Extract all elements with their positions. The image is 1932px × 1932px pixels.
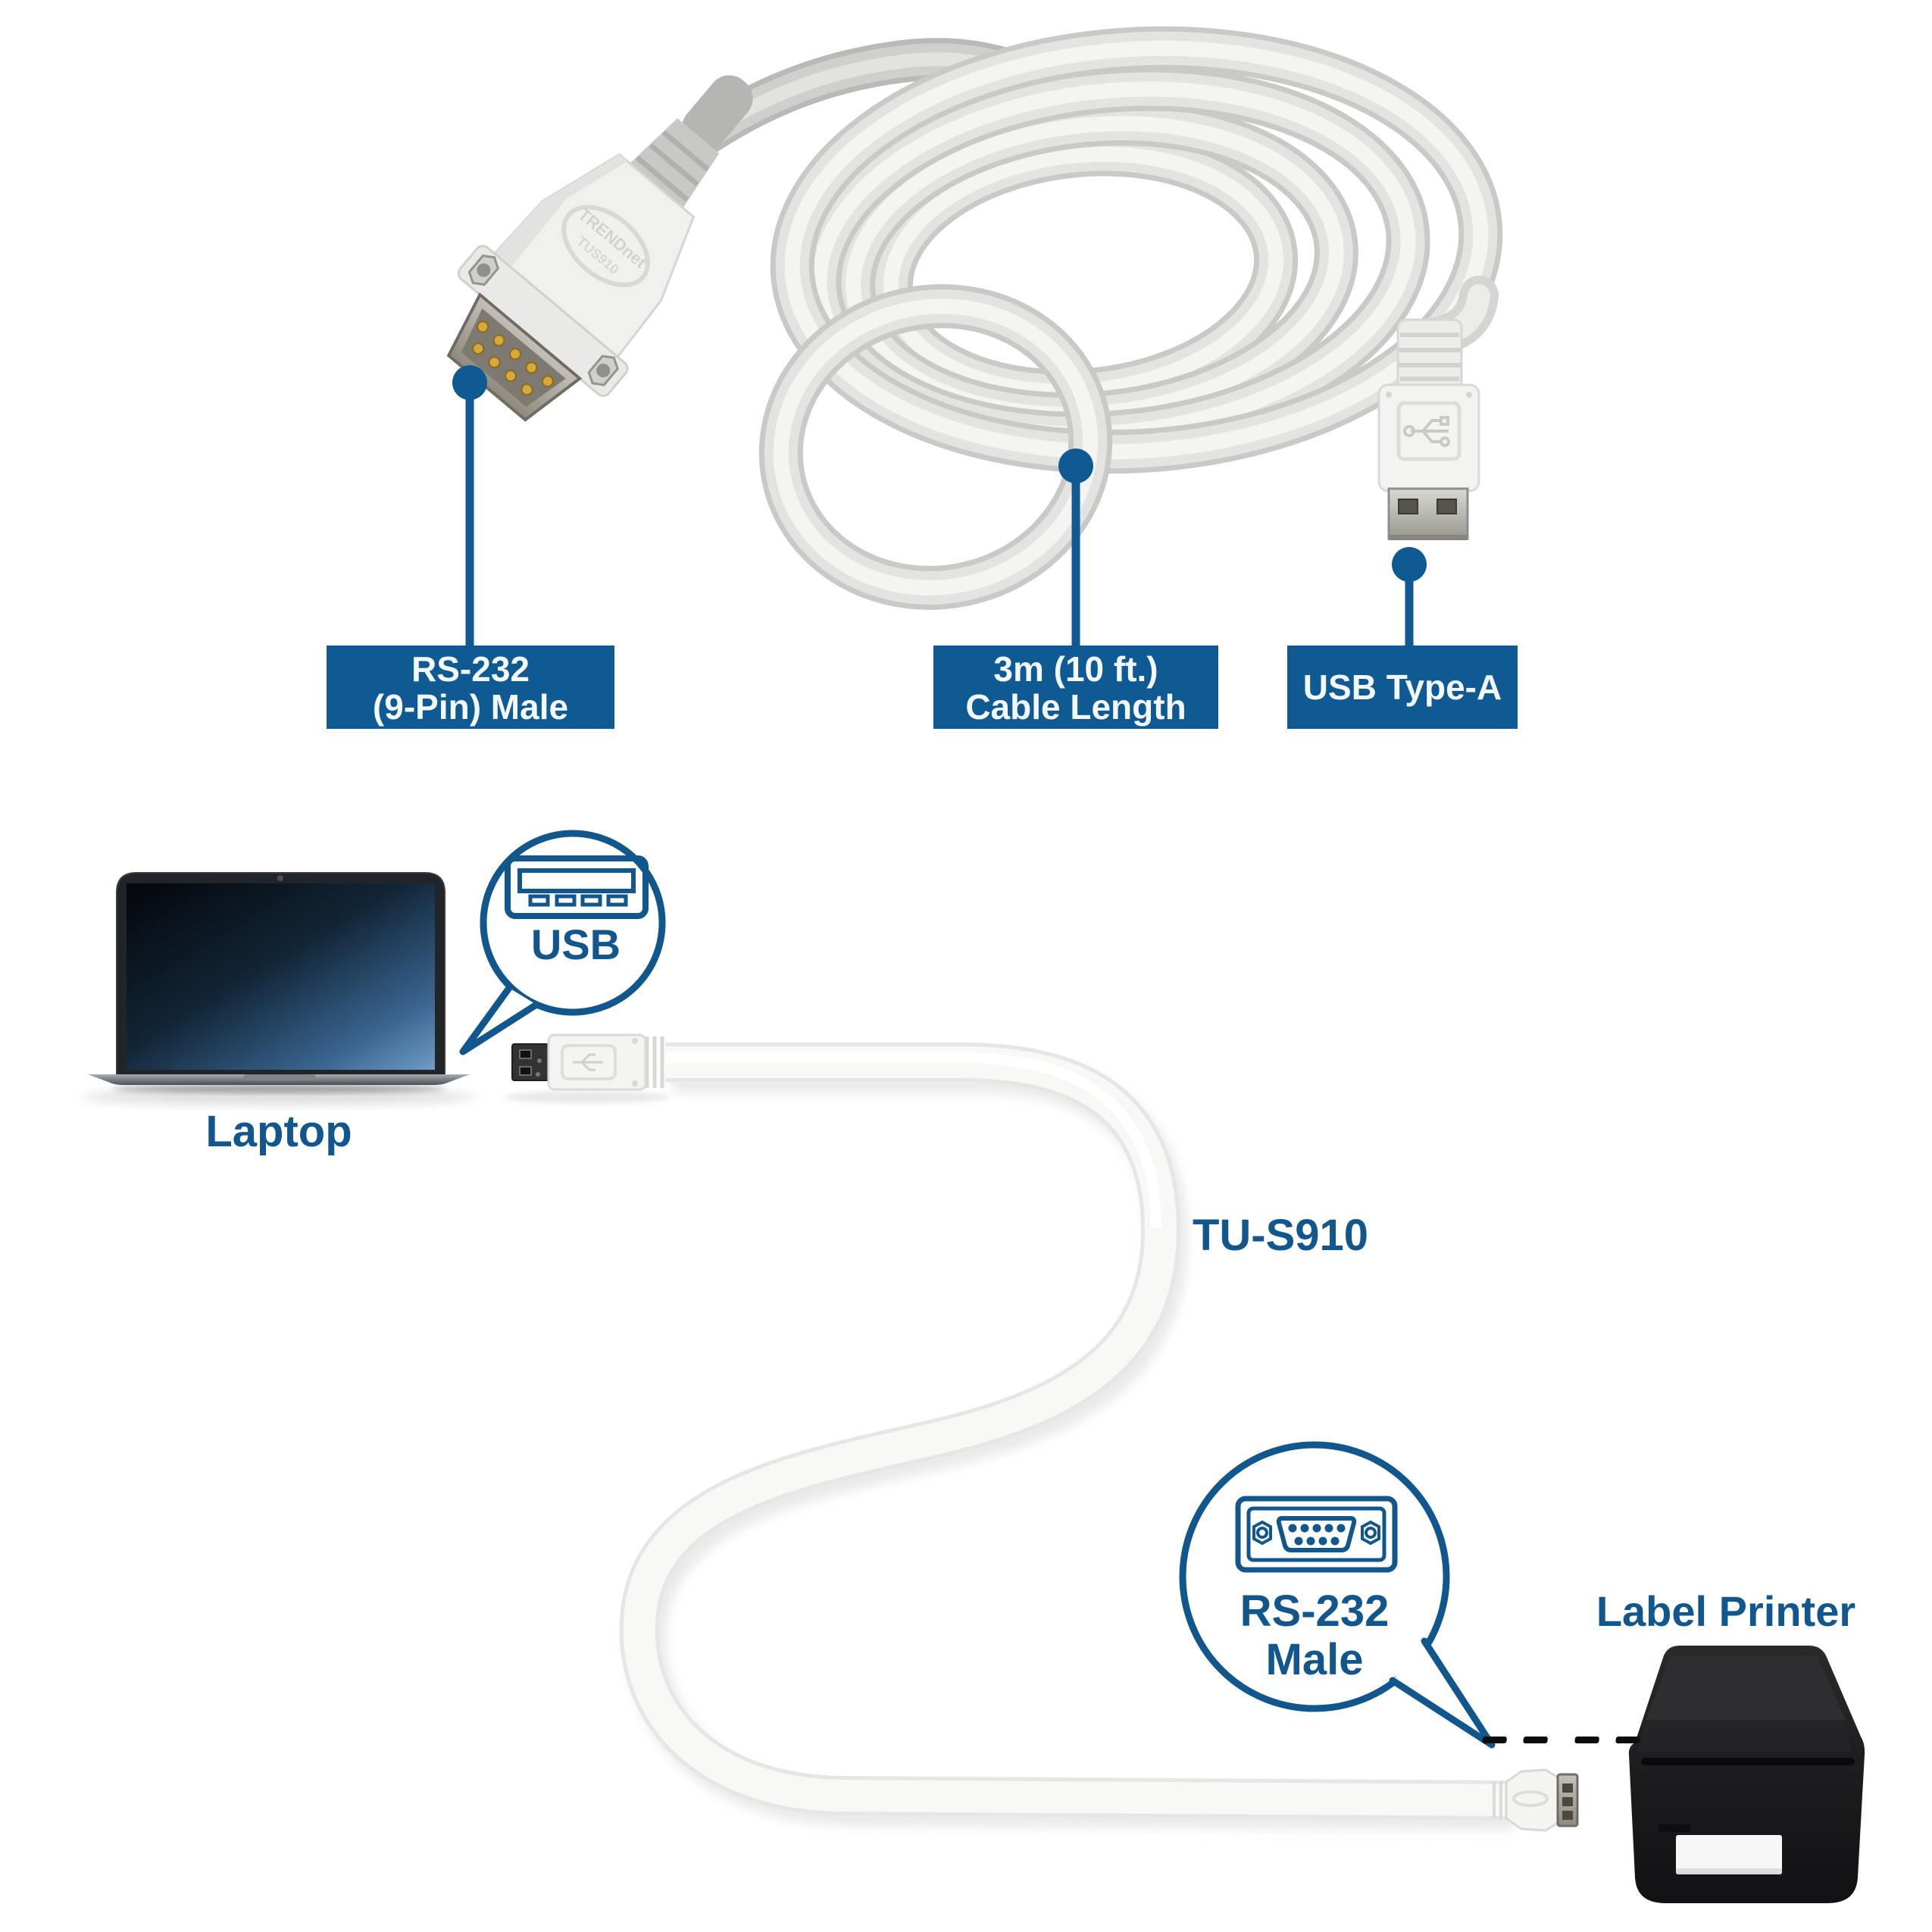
rs232-speech-bubble: RS-232 Male: [1179, 1441, 1496, 1749]
callout-box-cable-length: [933, 646, 1218, 729]
usb-bubble-label: USB: [531, 921, 621, 968]
callout-rs232-line2: (9-Pin) Male: [373, 687, 568, 727]
callout-usb-type-a: USB Type-A: [1287, 547, 1518, 729]
callout-usb-label: USB Type-A: [1303, 667, 1502, 707]
printer-vents: [1482, 1737, 1640, 1743]
rs232-plug-diagram: [1493, 1768, 1579, 1832]
laptop: [82, 872, 476, 1105]
callout-length-line1: 3m (10 ft.): [993, 649, 1158, 689]
callout-rs232: RS-232 (9-Pin) Male: [327, 365, 614, 729]
cable-diagram: [619, 1043, 1514, 1830]
hex-screw-icon: [1361, 1520, 1380, 1546]
cable-coil: [758, 26, 1503, 610]
rs232-bubble-line2: Male: [1266, 1635, 1364, 1684]
callout-box-usb: [1287, 646, 1518, 729]
hex-screw-icon: [1252, 1520, 1272, 1546]
usb-port-icon: [505, 855, 649, 919]
label-printer: [1482, 1646, 1865, 1903]
usb-connector-photo: [1377, 318, 1480, 540]
product-photo: TRENDnet TUS910: [327, 26, 1518, 729]
hex-screw-icon: [467, 254, 500, 286]
usb-trident-icon: [1403, 416, 1450, 447]
callout-rs232-line1: RS-232: [411, 649, 530, 689]
usb-plug-diagram: [504, 1033, 671, 1103]
rs232-bubble-line1: RS-232: [1240, 1587, 1390, 1636]
callout-box-rs232: [327, 646, 614, 729]
usb-speech-bubble: USB: [459, 830, 666, 1055]
rs232-connector-photo: TRENDnet TUS910: [446, 75, 753, 422]
printer-label-slot: [1676, 1835, 1782, 1874]
laptop-label: Laptop: [205, 1107, 352, 1156]
callout-length-line2: Cable Length: [965, 687, 1186, 727]
connection-diagram: Laptop USB: [82, 830, 1865, 1903]
db9-serial-port-icon: [1235, 1496, 1398, 1573]
cable-model-label: TU-S910: [1193, 1211, 1368, 1260]
db9-pins: [472, 320, 554, 396]
callout-cable-length: 3m (10 ft.) Cable Length: [933, 449, 1218, 729]
hex-screw-icon: [587, 355, 619, 386]
photo-callouts: RS-232 (9-Pin) Male 3m (10 ft.) Cable Le…: [327, 365, 1518, 729]
webcam-dot: [277, 875, 283, 881]
printer-label: Label Printer: [1596, 1587, 1855, 1635]
